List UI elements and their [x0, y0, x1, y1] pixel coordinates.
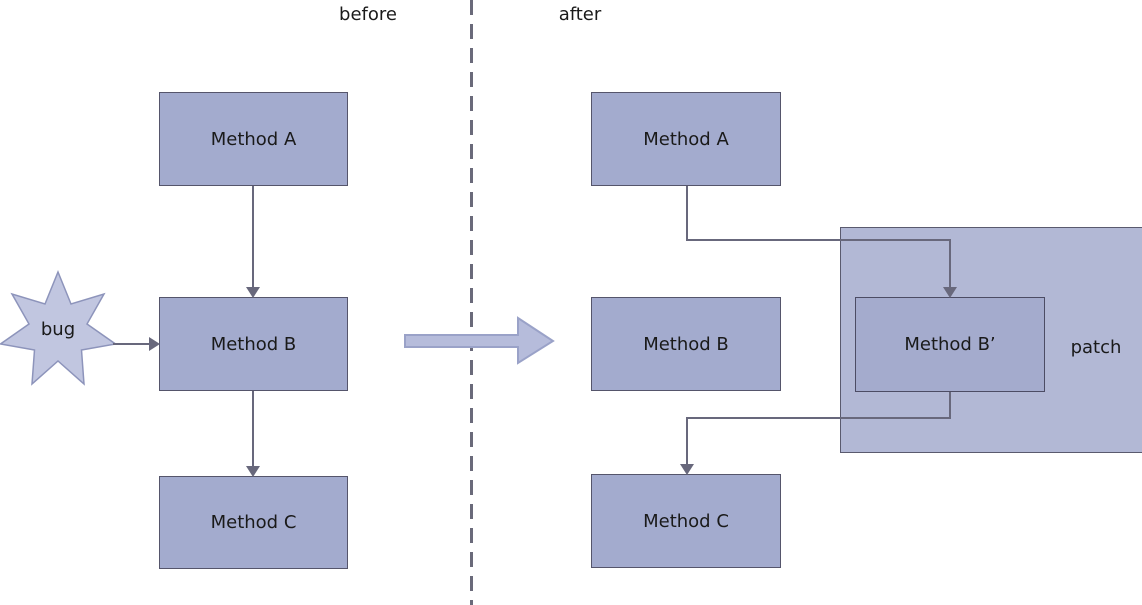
patch-label: patch — [1070, 337, 1122, 358]
before-method-a-label: Method A — [210, 128, 297, 150]
after-method-b-label: Method B — [643, 333, 729, 355]
after-panel-label: after — [558, 4, 602, 25]
before-method-c-node: Method C — [159, 476, 348, 569]
before-method-c-label: Method C — [210, 512, 297, 533]
after-method-a-node: Method A — [591, 92, 781, 186]
bug-label: bug — [40, 319, 76, 340]
after-method-a-label: Method A — [643, 128, 729, 150]
before-panel-label: before — [339, 4, 397, 25]
after-method-c-node: Method C — [591, 474, 781, 568]
before-method-b-node: Method B — [159, 297, 348, 391]
after-method-b-prime-label: Method B’ — [904, 334, 996, 355]
before-method-b-label: Method B — [210, 333, 297, 355]
after-method-b-prime-node: Method B’ — [855, 297, 1045, 392]
after-method-b-node: Method B — [591, 297, 781, 391]
after-method-c-label: Method C — [643, 510, 729, 532]
before-method-a-node: Method A — [159, 92, 348, 186]
before-to-after-block-arrow — [404, 316, 555, 365]
